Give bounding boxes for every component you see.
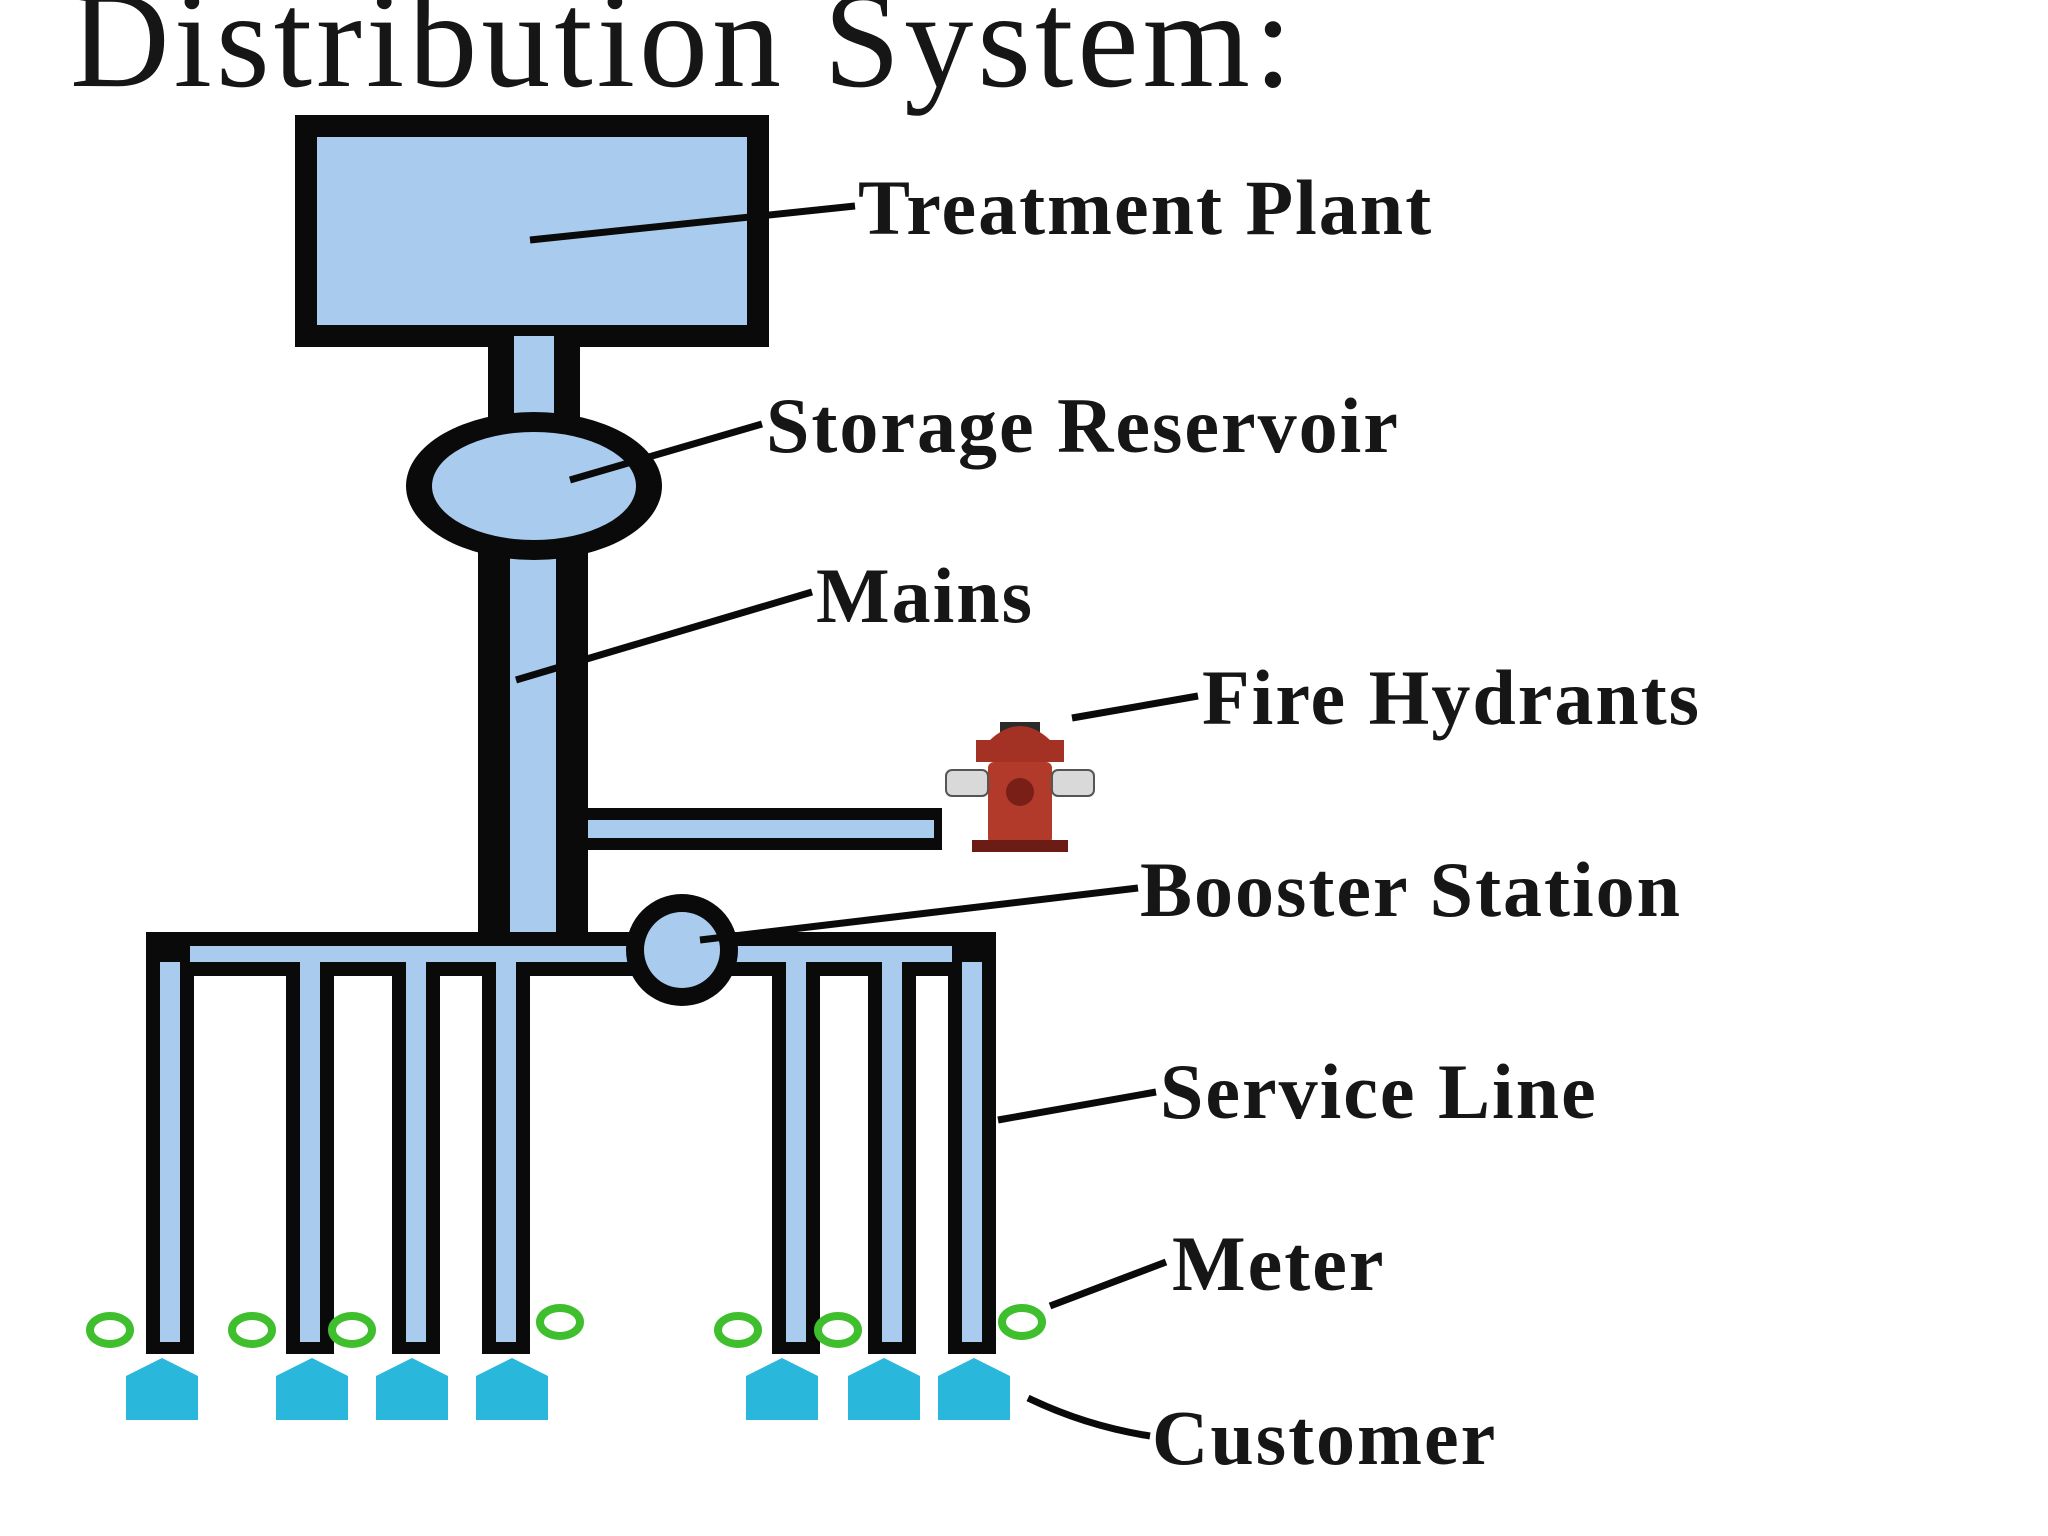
service-line-2: [286, 962, 334, 1354]
diagram-title: Distribution System:: [70, 0, 1296, 116]
leader-meter: [1048, 1258, 1168, 1310]
customer-icon: [476, 1358, 548, 1420]
label-service-line: Service Line: [1160, 1048, 1598, 1135]
label-mains: Mains: [816, 552, 1034, 639]
leader-mains: [515, 588, 813, 684]
leader-fire-hydrants: [1071, 692, 1199, 722]
customers: [126, 1358, 1010, 1420]
service-line-5: [772, 962, 820, 1354]
mains-pipe: [478, 336, 588, 950]
meter-icon: [86, 1312, 134, 1348]
meter-icon: [328, 1312, 376, 1348]
meters: [86, 1304, 1046, 1348]
service-line-4: [482, 962, 530, 1354]
customer-icon: [376, 1358, 448, 1420]
service-line-1: [146, 962, 194, 1354]
service-line-7: [948, 962, 996, 1354]
label-meter: Meter: [1172, 1220, 1385, 1307]
storage-reservoir: [406, 412, 662, 560]
meter-icon: [228, 1312, 276, 1348]
meter-icon: [998, 1304, 1046, 1340]
customer-icon: [746, 1358, 818, 1420]
label-customer: Customer: [1152, 1394, 1497, 1481]
leader-booster-station: [699, 884, 1139, 944]
service-lines: [146, 962, 996, 1354]
leader-customer: [1026, 1394, 1151, 1440]
service-line-6: [868, 962, 916, 1354]
meter-icon: [714, 1312, 762, 1348]
leader-storage-reservoir: [569, 420, 763, 484]
customer-icon: [938, 1358, 1010, 1420]
customer-icon: [276, 1358, 348, 1420]
fire-hydrant-icon: [945, 722, 1095, 852]
distribution-header-pipe: [146, 932, 996, 992]
customer-icon: [126, 1358, 198, 1420]
label-booster-station: Booster Station: [1140, 846, 1682, 933]
service-line-3: [392, 962, 440, 1354]
meter-icon: [814, 1312, 862, 1348]
treatment-plant-box: [295, 115, 769, 347]
label-fire-hydrants: Fire Hydrants: [1202, 654, 1701, 741]
leader-lines: [515, 202, 1199, 1440]
customer-icon: [848, 1358, 920, 1420]
hydrant-branch-pipe: [588, 808, 942, 850]
booster-station: [626, 894, 738, 1006]
leader-service-line: [997, 1088, 1157, 1124]
label-treatment-plant: Treatment Plant: [858, 164, 1433, 251]
meter-icon: [536, 1304, 584, 1340]
label-storage-reservoir: Storage Reservoir: [766, 382, 1400, 469]
leader-treatment-plant: [529, 202, 856, 244]
